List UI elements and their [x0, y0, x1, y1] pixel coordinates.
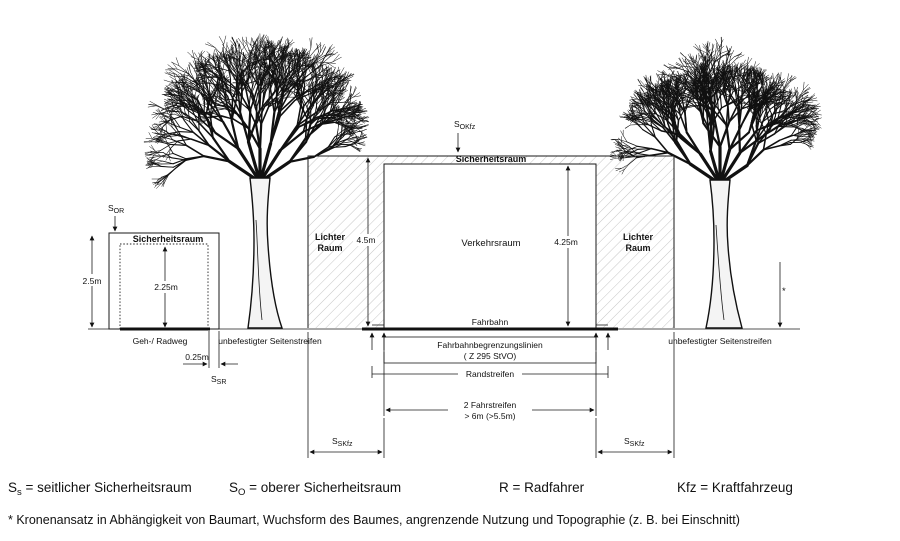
sicherheitsraum-main-label: Sicherheitsraum — [456, 154, 527, 164]
height-225-label: 2.25m — [154, 282, 178, 292]
verkehrsraum-label: Verkehrsraum — [461, 238, 520, 249]
height-425-label: 4.25m — [554, 237, 578, 247]
height-25-label: 2.5m — [83, 276, 102, 286]
fahrbahn-label: Fahrbahn — [472, 317, 509, 327]
legend-kfz: Kfz = Kraftfahrzeug — [677, 480, 793, 495]
dim-025-label: 0.25m — [185, 352, 209, 362]
height-45-label: 4.5m — [357, 235, 376, 245]
lichter-raum-right-label-2: Raum — [625, 243, 650, 253]
geh-radweg-label: Geh-/ Radweg — [133, 336, 188, 346]
s-okfz-label: SOKfz — [454, 119, 476, 131]
legend-ss: Ss = seitlicher Sicherheitsraum — [8, 480, 192, 498]
lichter-raum-left-label-1: Lichter — [315, 232, 346, 242]
s-or-label: SOR — [108, 203, 124, 215]
legend-so: SO = oberer Sicherheitsraum — [229, 480, 401, 498]
s-skfz-right-label: SSKfz — [624, 436, 645, 448]
footnote: * Kronenansatz in Abhängigkeit von Bauma… — [8, 513, 740, 527]
seitenstreifen-right-label: unbefestigter Seitenstreifen — [668, 336, 772, 346]
legend-r: R = Radfahrer — [499, 480, 585, 495]
seitenstreifen-left-label: unbefestigter Seitenstreifen — [218, 336, 322, 346]
lichter-raum-right-label-1: Lichter — [623, 232, 654, 242]
s-sr-label: SSR — [211, 374, 226, 386]
asterisk-marker: * — [782, 286, 786, 297]
fahrstreifen-label-1: 2 Fahrstreifen — [464, 400, 517, 410]
fahrbahnbegrenzung-label-1: Fahrbahnbegrenzungslinien — [437, 340, 543, 350]
s-skfz-left-label: SSKfz — [332, 436, 353, 448]
fahrbahnbegrenzung-label-2: ( Z 295 StVO) — [464, 351, 517, 361]
lichter-raum-left-label-2: Raum — [317, 243, 342, 253]
sicherheitsraum-left-label: Sicherheitsraum — [133, 234, 204, 244]
fahrstreifen-label-2: > 6m (>5.5m) — [464, 411, 515, 421]
randstreifen-label: Randstreifen — [466, 369, 514, 379]
